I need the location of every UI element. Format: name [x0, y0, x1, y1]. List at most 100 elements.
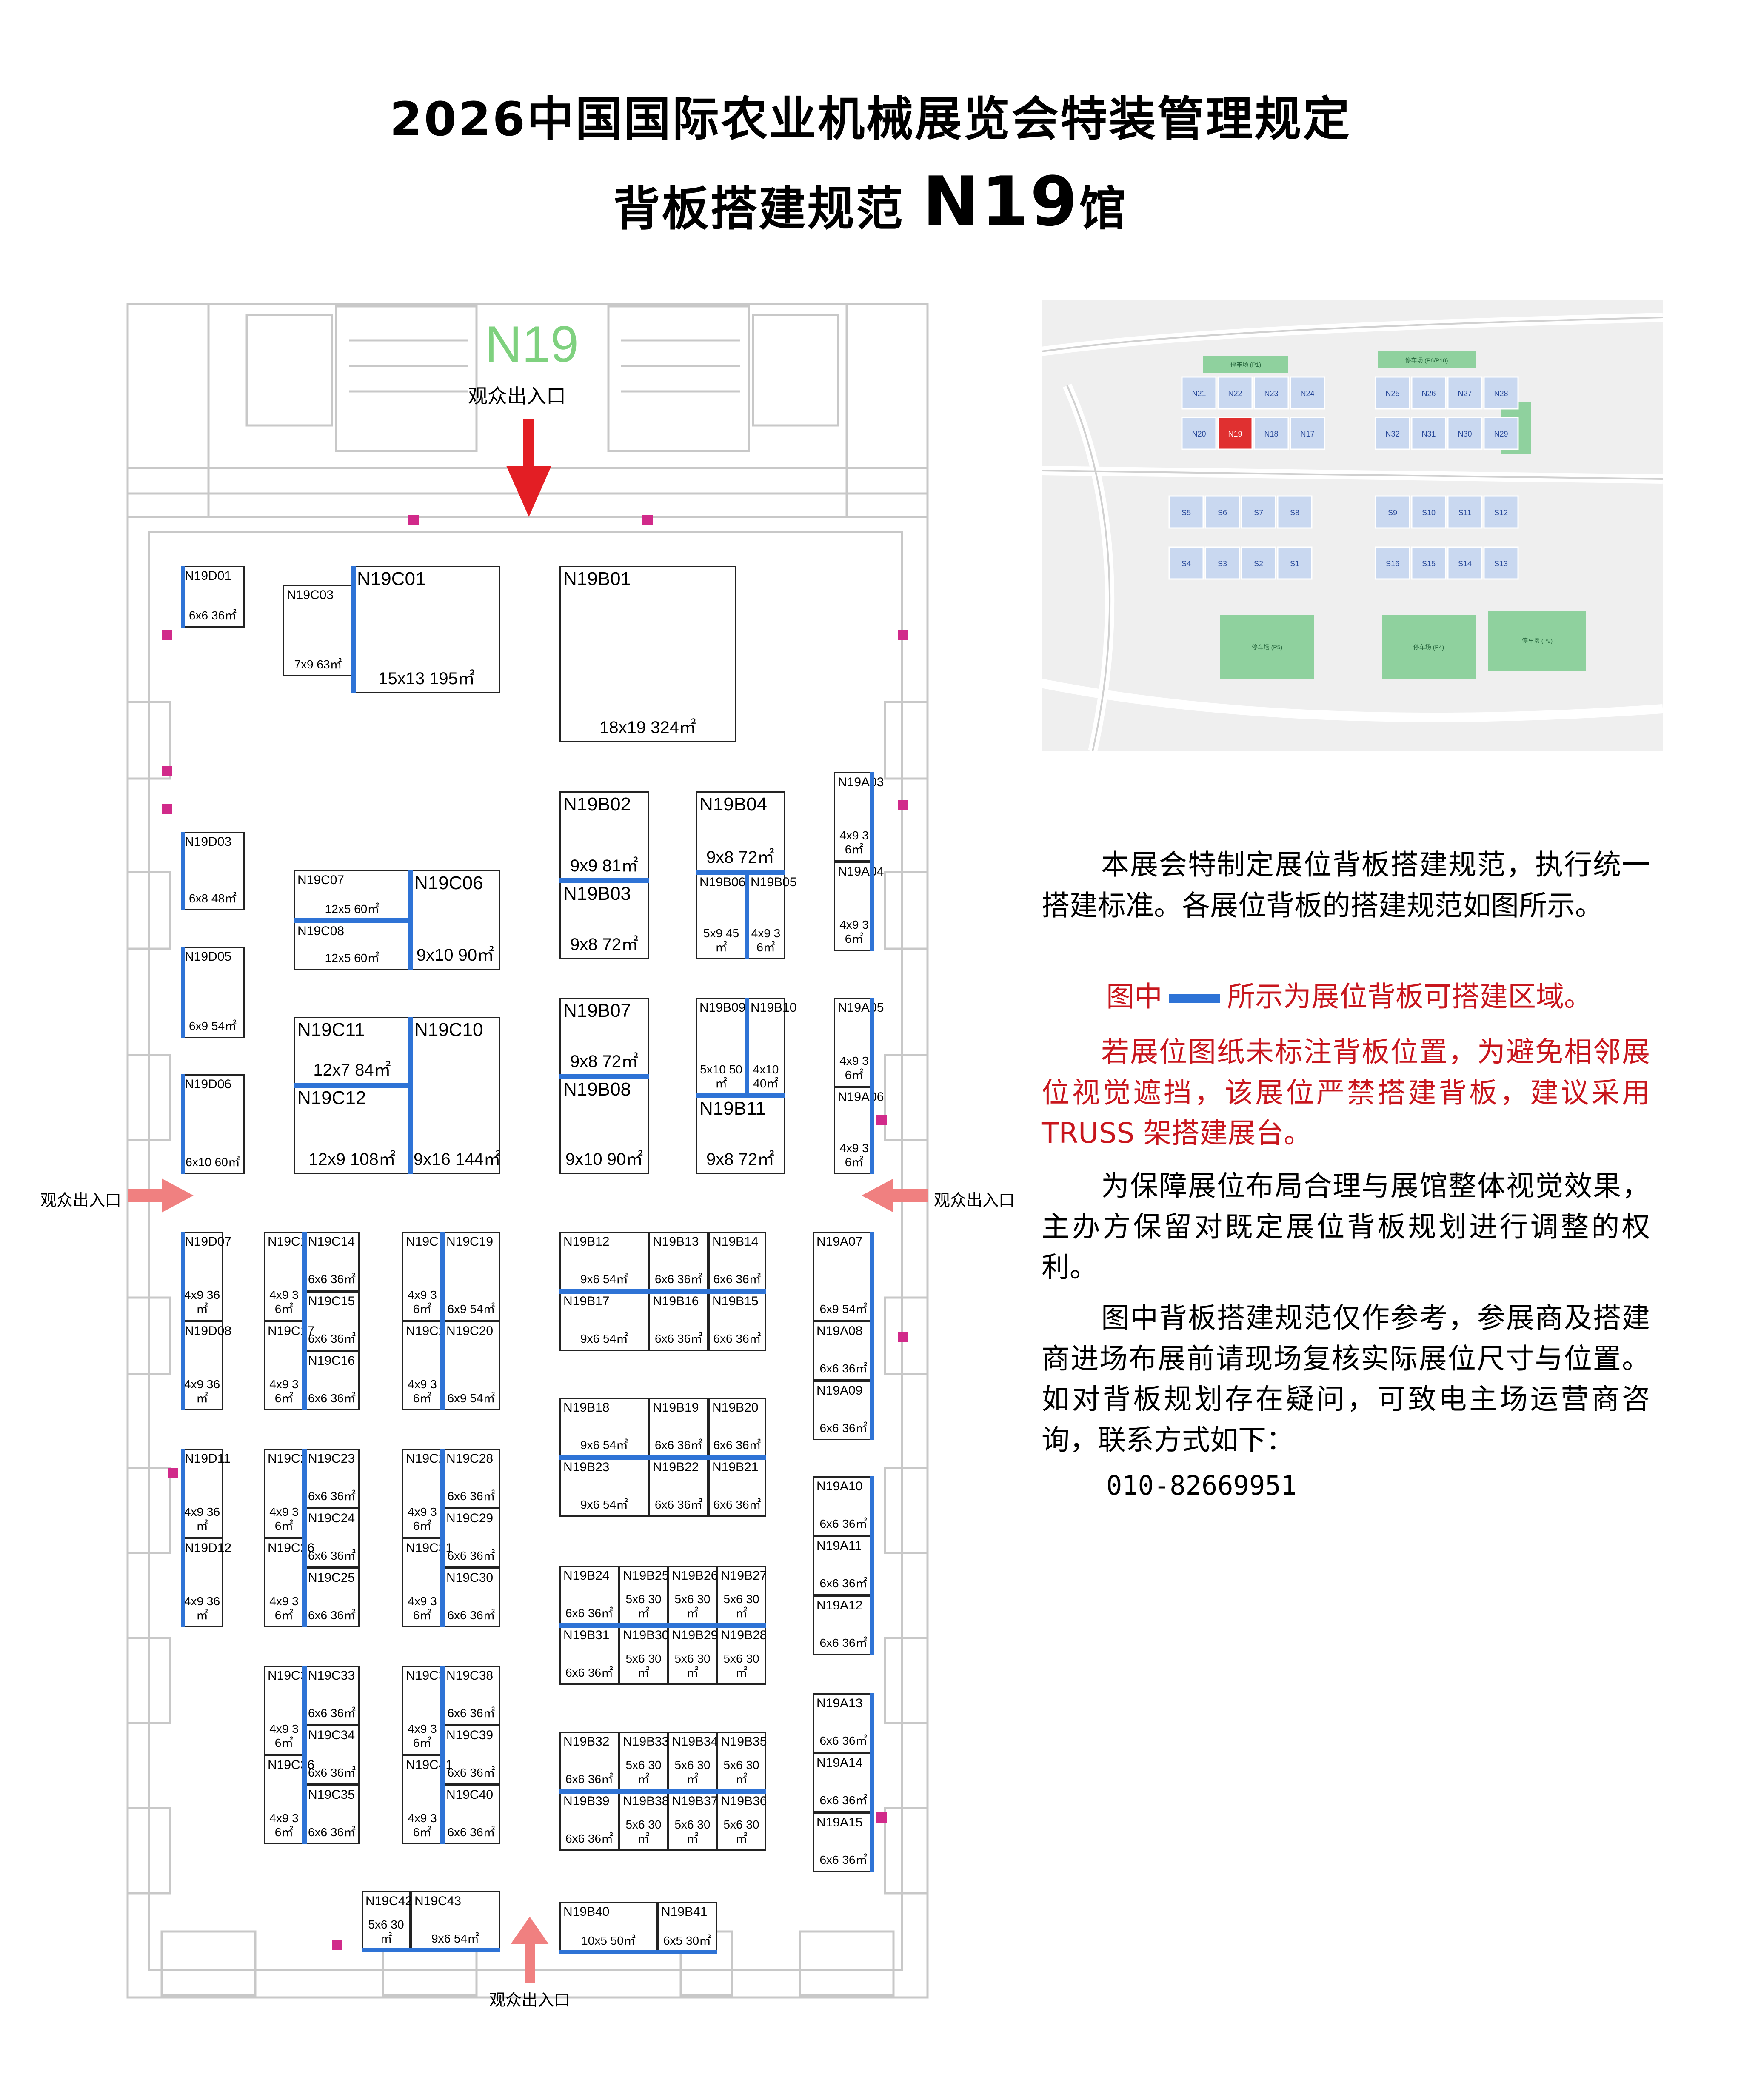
booth-id: N19D07 — [185, 1235, 232, 1249]
booth-id: N19B27 — [721, 1569, 767, 1583]
booth-size: 4x9 36㎡ — [184, 1594, 220, 1622]
site-hall-label: N19 — [1228, 430, 1242, 438]
site-hall-label: N18 — [1264, 430, 1278, 438]
backwall-segment — [559, 1455, 766, 1460]
booth-size: 9x6 54㎡ — [580, 1498, 628, 1512]
site-hall-label: S12 — [1494, 508, 1508, 517]
booth-size: 6x6 36㎡ — [819, 1734, 868, 1748]
backwall-segment — [745, 872, 749, 959]
site-hall — [1217, 417, 1253, 450]
booth-id: N19C33 — [308, 1669, 355, 1683]
booth-size: 10x5 50㎡ — [581, 1934, 636, 1948]
booth-size: 9x16 144㎡ — [414, 1150, 501, 1169]
site-hall-label: S14 — [1458, 559, 1472, 568]
booth-id: N19B19 — [653, 1401, 699, 1415]
booth-size: 6x6 36㎡ — [308, 1489, 356, 1503]
booth-size: 5x6 30㎡ — [674, 1818, 711, 1846]
booth-size: 4x9 36㎡ — [751, 926, 781, 954]
backwall-segment — [408, 1017, 413, 1174]
booth-id: N19A08 — [816, 1324, 863, 1338]
booth-id: N19C01 — [357, 568, 426, 589]
booth-size: 5x10 50㎡ — [700, 1062, 742, 1090]
parking-label: 停车场 (P1) — [1230, 361, 1261, 368]
booth-id: N19B38 — [623, 1794, 669, 1808]
backwall-segment — [181, 566, 185, 628]
booth-size: 4x9 36㎡ — [269, 1377, 299, 1405]
booth-size: 5x6 30㎡ — [674, 1652, 711, 1680]
site-hall — [1204, 495, 1240, 529]
booth-size: 4x9 36㎡ — [839, 1054, 869, 1082]
booth-id: N19C11 — [297, 1019, 365, 1040]
booth-size: 6x6 36㎡ — [308, 1706, 356, 1720]
booth-id: N19B24 — [563, 1569, 610, 1583]
booth-size: 12x7 84㎡ — [313, 1061, 391, 1079]
backwall-segment — [408, 870, 413, 970]
booth-id: N19B14 — [712, 1235, 759, 1249]
backwall-segment — [559, 1074, 649, 1079]
booth-size: 4x10 40㎡ — [753, 1062, 779, 1090]
booth-size: 6x6 36㎡ — [308, 1826, 356, 1839]
site-hall-label: S5 — [1182, 508, 1191, 517]
booth-size: 4x9 36㎡ — [839, 1141, 869, 1169]
site-hall — [1204, 546, 1240, 580]
backwall-segment — [870, 1476, 874, 1655]
booth-id: N19A12 — [816, 1598, 863, 1612]
booth-id: N19B15 — [712, 1294, 759, 1308]
booth-size: 12x5 60㎡ — [325, 951, 380, 965]
site-hall-label: N31 — [1421, 430, 1436, 438]
booth: N19C08 12x5 60㎡ — [294, 921, 411, 970]
booth-id: N19A06 — [838, 1090, 884, 1104]
booth-id: N19C08 — [297, 924, 345, 938]
site-hall — [1447, 546, 1483, 580]
booth: N19C29 6x6 36㎡ — [442, 1508, 500, 1568]
booth-id: N19D01 — [185, 569, 232, 583]
booth-id: N19C07 — [297, 873, 345, 887]
booth-size: 6x6 36㎡ — [447, 1706, 495, 1720]
booth-id: N19C25 — [308, 1571, 355, 1585]
backwall-segment — [559, 878, 649, 883]
backwall-segment — [870, 1232, 874, 1440]
booth-id: N19C29 — [446, 1511, 494, 1525]
booth-size: 4x9 36㎡ — [184, 1377, 220, 1405]
booth-id: N19B22 — [653, 1460, 699, 1474]
site-hall — [1447, 417, 1483, 450]
booth-size: 5x6 30㎡ — [723, 1758, 759, 1786]
booth-size: 6x6 36㎡ — [819, 1794, 868, 1807]
booth-size: 4x9 36㎡ — [839, 918, 869, 946]
booth-size: 6x6 36㎡ — [447, 1549, 495, 1563]
site-hall-label: S16 — [1386, 559, 1399, 568]
booth-id: N19A10 — [816, 1479, 863, 1493]
rule-paragraph-3: 若展位图纸未标注背板位置，为避免相邻展位视觉遮挡，该展位严禁搭建背板，建议采用 … — [1042, 1036, 1650, 1150]
entrance-right-label: 观众出入口 — [934, 1191, 1015, 1210]
booth-size: 6x6 36㎡ — [447, 1489, 495, 1503]
booth-size: 5x6 30㎡ — [625, 1818, 662, 1846]
